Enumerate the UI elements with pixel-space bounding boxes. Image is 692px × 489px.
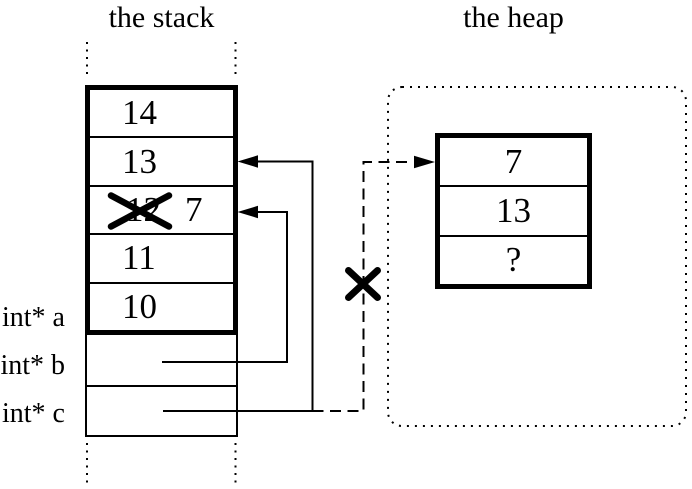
stack-cell-10: 10 [90, 284, 233, 330]
dangling-pointer-arrowhead [414, 155, 435, 169]
stack-title: the stack [108, 1, 215, 34]
heap-cell-13: 13 [440, 187, 587, 237]
label-int-ptr-a: int* a [2, 302, 65, 333]
stack-cell-value: 13 [122, 141, 157, 181]
stack-cell-new-value: 7 [185, 190, 203, 230]
heap-cell-value: 13 [496, 190, 531, 230]
heap-cell-7: 7 [440, 138, 587, 188]
heap-cell-unknown: ? [440, 237, 587, 284]
stack-frame-box: 14 13 12 7 11 10 [85, 85, 238, 335]
broken-pointer-x-icon [345, 267, 381, 301]
pointer-b-arrowhead [237, 205, 258, 219]
heap-title: the heap [463, 1, 564, 34]
pointer-c-arrowhead [237, 155, 258, 168]
heap-block-box: 7 13 ? [435, 133, 592, 289]
stack-cell-old-value: 12 [126, 190, 161, 230]
stack-cell-14: 14 [90, 90, 233, 139]
pointer-cell-c [85, 387, 238, 437]
stack-cell-11: 11 [90, 235, 233, 284]
label-int-ptr-b: int* b [0, 350, 65, 381]
label-int-ptr-c: int* c [2, 398, 65, 429]
stack-cell-overwritten: 12 7 [90, 187, 233, 236]
heap-cell-value: 7 [504, 141, 523, 181]
dangling-pointer-dashed-line [312, 161, 414, 412]
stack-cell-value: 14 [122, 93, 157, 133]
stack-cell-value: 10 [122, 286, 157, 326]
stack-cell-13: 13 [90, 138, 233, 187]
heap-cell-value: ? [505, 240, 522, 280]
stack-cell-value: 11 [122, 238, 156, 278]
pointer-cell-b [85, 335, 238, 387]
